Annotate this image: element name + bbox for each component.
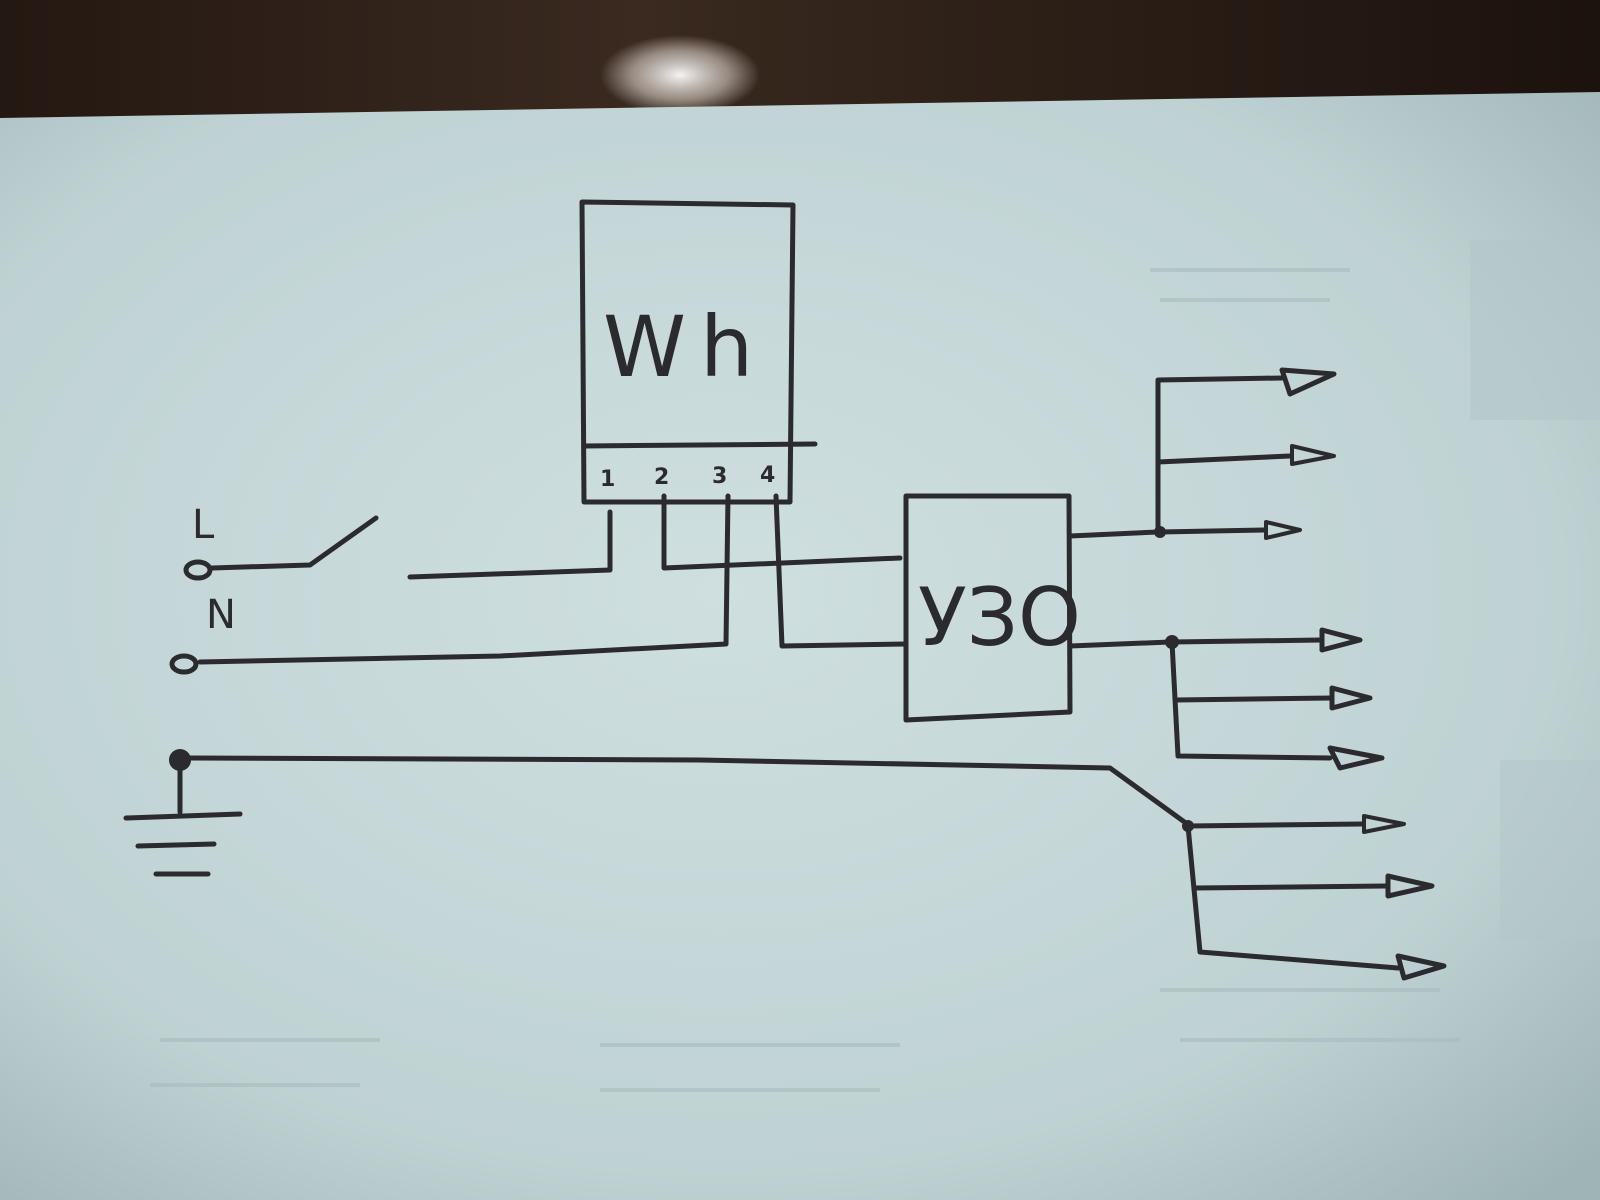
line-input-label: L: [192, 502, 215, 548]
neutral-input-terminal: [169, 653, 199, 675]
meter-terminal-1: 1: [600, 467, 615, 492]
wire-ground-bus-down: [1185, 823, 1401, 971]
meter-terminal-4: 4: [760, 463, 775, 488]
wire-branch-b1: [1169, 637, 1325, 645]
wire-neutral-to-meter-3: [197, 493, 731, 665]
meter-body: [579, 199, 796, 505]
wire-meter-2-to-rcd: [661, 493, 903, 571]
wire-line-to-meter-1: [407, 509, 613, 580]
wire-bus-top: [1155, 375, 1285, 535]
arrow-icon-c2: [1385, 873, 1435, 899]
light-glare: [600, 35, 760, 115]
switch-icon: [209, 515, 379, 571]
arrow-icon-a2: [1290, 444, 1336, 466]
wire-ground-branch-1: [1185, 821, 1365, 829]
arrow-icon-c3: [1395, 953, 1447, 981]
arrow-icon-b3: [1327, 745, 1385, 771]
page-image-shadow: [1470, 240, 1600, 420]
arrow-icon-a3: [1264, 520, 1302, 540]
arrow-icon-c1: [1362, 814, 1406, 834]
ground-icon: [123, 757, 243, 877]
show-through-text: [150, 268, 1460, 1092]
wire-meter-4-to-rcd: [773, 493, 909, 649]
wire-branch-b2: [1173, 695, 1335, 703]
arrow-icon-b2: [1329, 685, 1373, 711]
meter-terminal-divider: [581, 441, 818, 449]
arrow-icon-b1: [1319, 627, 1363, 653]
wire-rcd-out-bottom: [1067, 639, 1173, 649]
wire-branch-a2: [1155, 453, 1293, 465]
wire-branch-a3: [1157, 527, 1267, 535]
ground-junction-dot-icon: [169, 749, 191, 771]
rcd-label: УЗО: [918, 571, 1081, 664]
wire-rcd-out-top: [1067, 529, 1161, 539]
meter-terminal-2: 2: [654, 465, 669, 490]
wire-ground-bus: [187, 755, 1193, 829]
wire-bus-bottom: [1169, 639, 1333, 761]
neutral-input-label: N: [206, 592, 236, 638]
meter-label: Wh: [603, 298, 767, 396]
wire-ground-branch-2: [1191, 883, 1389, 891]
energy-meter: Wh 1 2 3 4: [579, 199, 818, 505]
arrow-icon-a1: [1279, 367, 1337, 397]
meter-terminal-3: 3: [712, 464, 727, 489]
page-image-shadow-lower: [1500, 760, 1600, 940]
line-input-terminal: [183, 559, 213, 581]
rcd-device: УЗО: [903, 493, 1081, 723]
